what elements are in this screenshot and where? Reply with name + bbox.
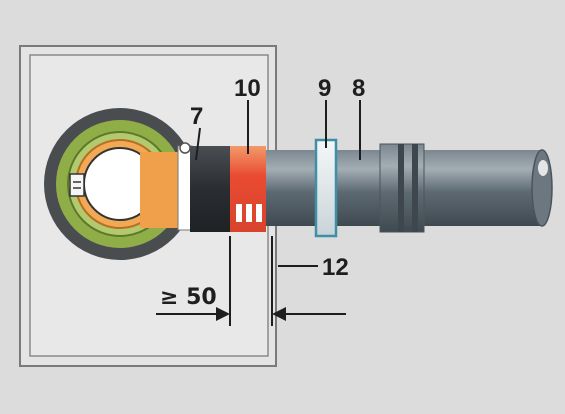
pipe-socket <box>379 143 425 233</box>
arrow-left-icon <box>272 307 346 321</box>
arrow-right-icon <box>156 307 230 321</box>
cap-rivet <box>179 142 191 154</box>
dimension-label: ≥ 50 <box>160 285 217 310</box>
callout-7: 7 <box>190 103 203 130</box>
callout-12: 12 <box>322 254 349 281</box>
fire-collar-10 <box>230 146 266 232</box>
clamp-band-9 <box>314 138 338 238</box>
leader-7 <box>195 127 201 161</box>
black-seal-7 <box>190 146 230 232</box>
callout-10: 10 <box>234 75 261 102</box>
white-cap <box>177 145 193 231</box>
callout-8: 8 <box>352 75 365 102</box>
callout-9: 9 <box>318 75 331 102</box>
orange-pad <box>140 152 185 228</box>
